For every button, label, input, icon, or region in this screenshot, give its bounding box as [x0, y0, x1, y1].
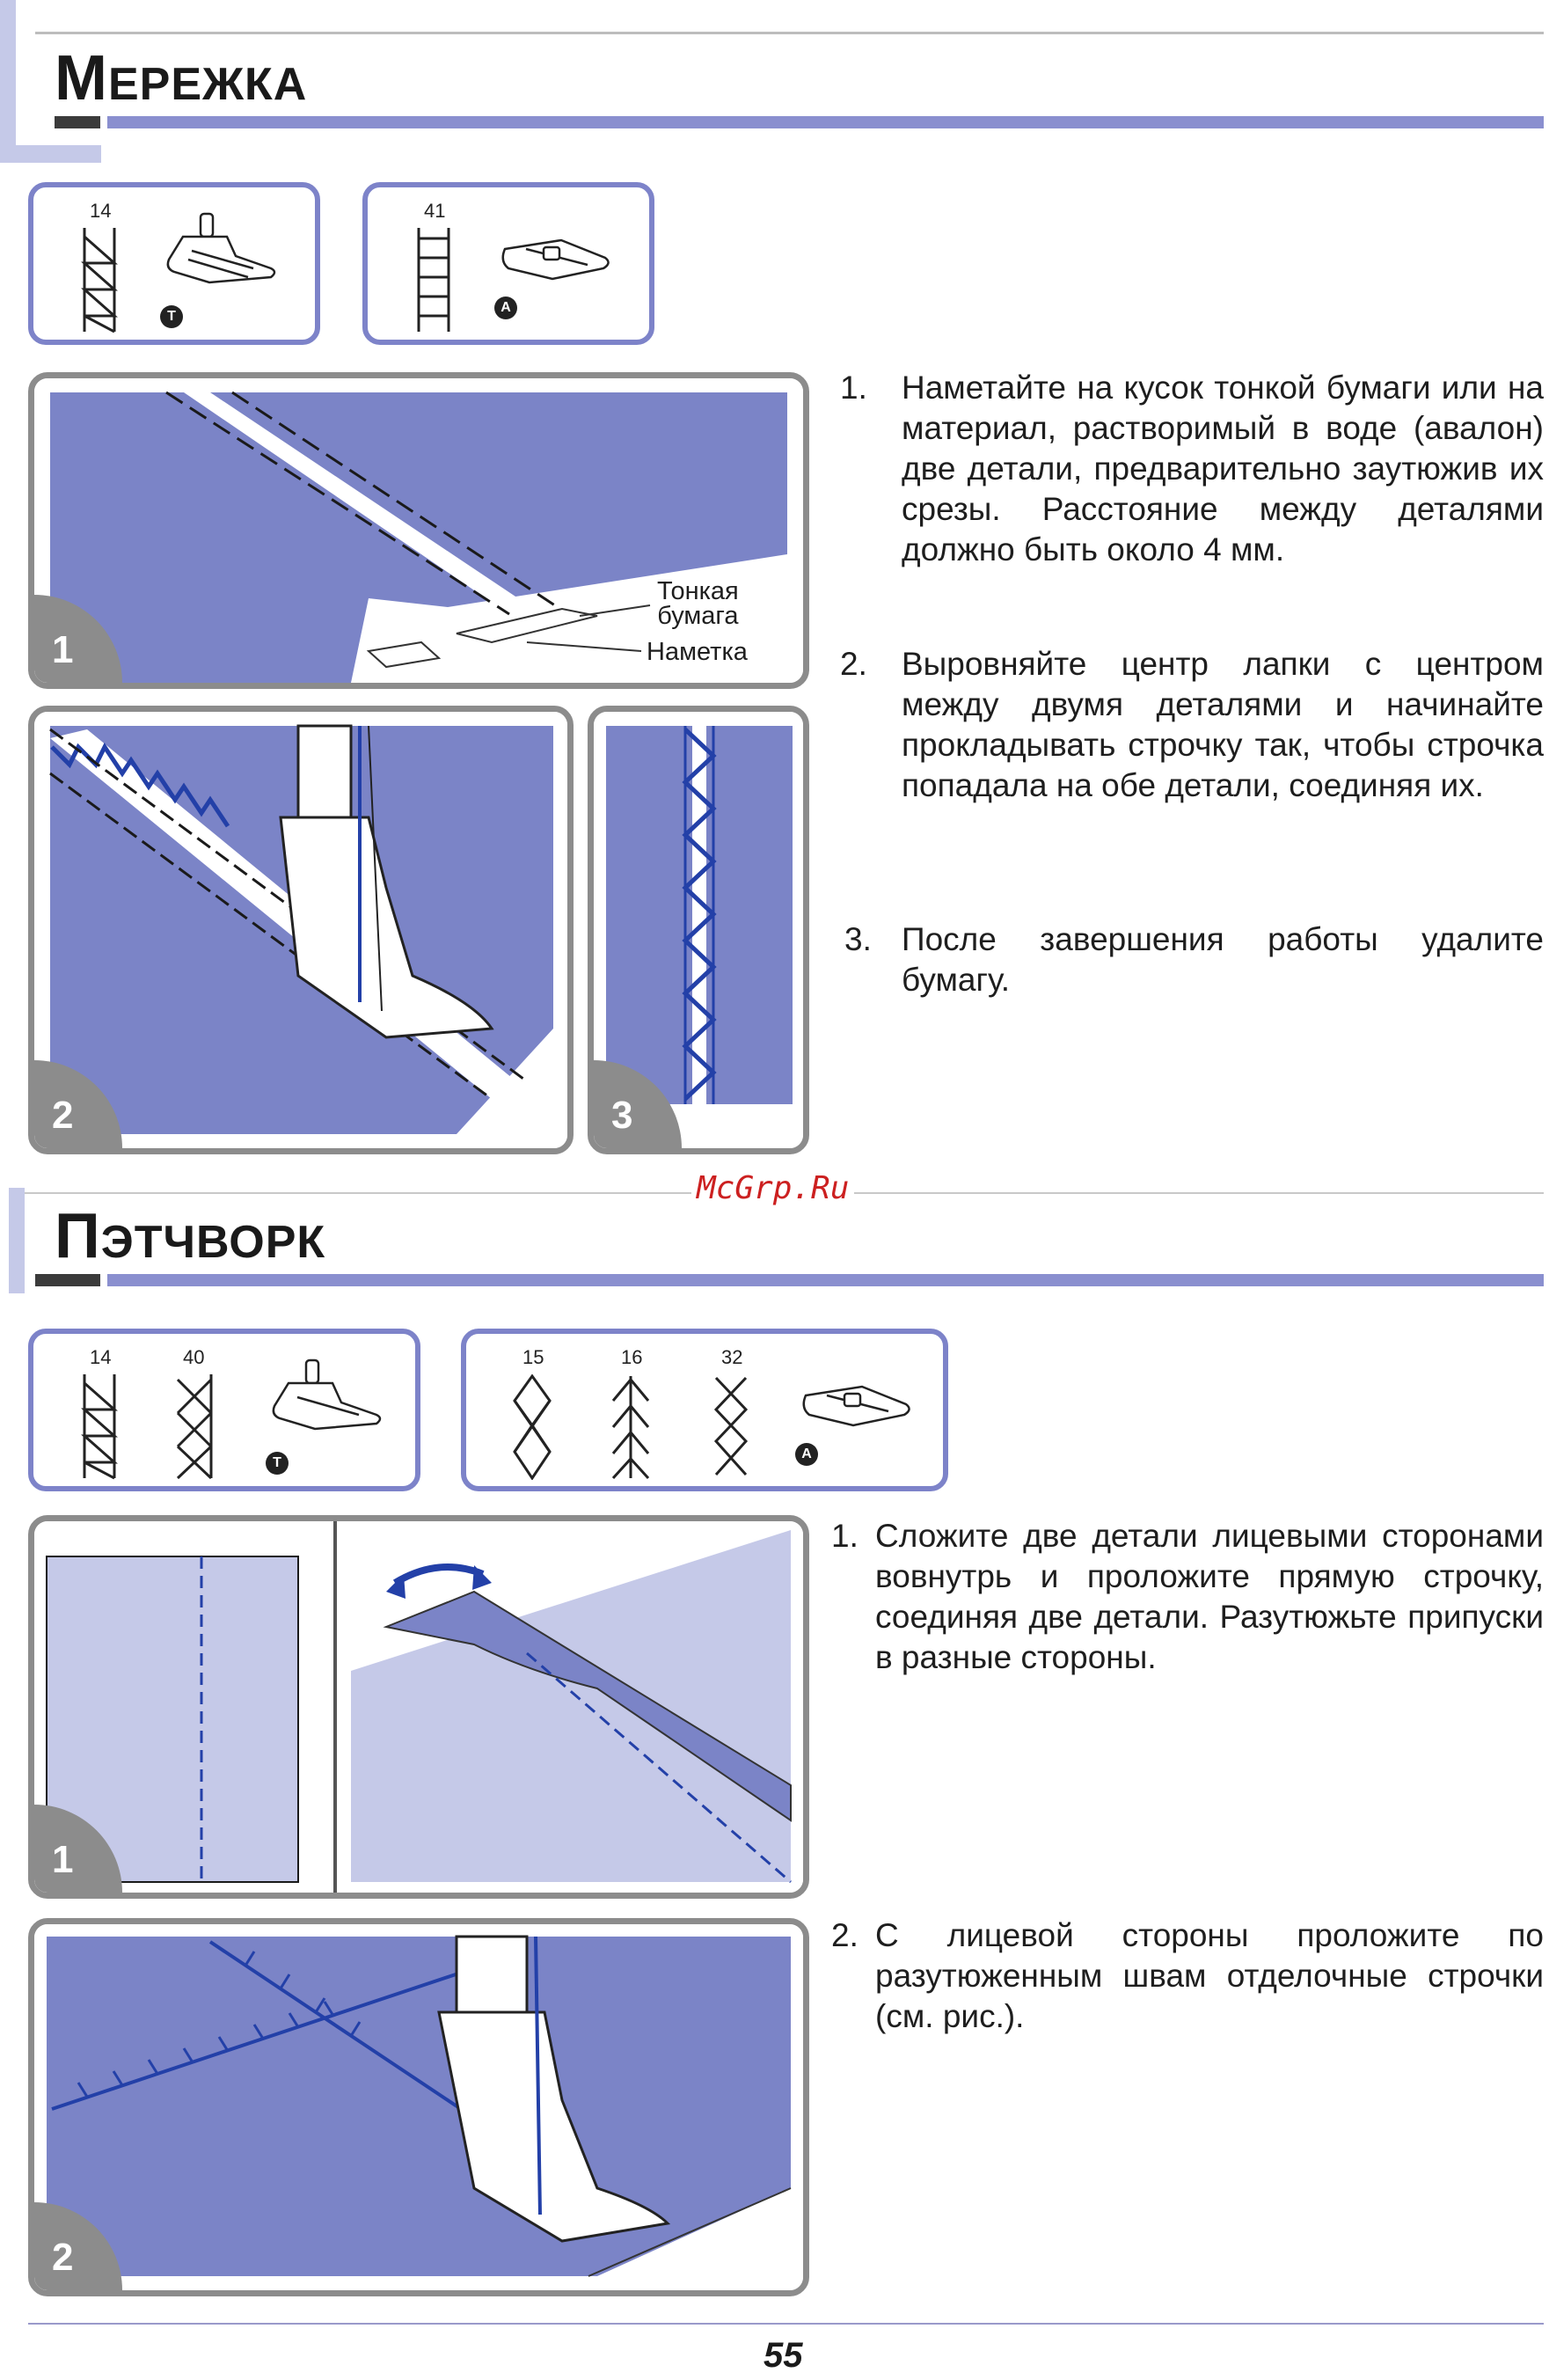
instruction-1: 1. Наметайте на кусок тонкой бумаги или … [840, 370, 1544, 568]
figure-2-topstitch: 2 [28, 1918, 809, 2296]
label-thin-paper: Тонкая бумага [657, 577, 739, 630]
zigzag-stitch-icon [81, 1374, 118, 1480]
presser-foot-icon [802, 1385, 910, 1427]
step-badge-1: 1 [34, 1805, 122, 1893]
page-number: 55 [764, 2336, 803, 2375]
pattern-number: 16 [621, 1346, 643, 1368]
section1-title: МЕРЕЖКА [55, 43, 308, 114]
instruction-3: 3. После завершения работы удалите бумаг… [844, 921, 1544, 998]
label-baste: Наметка [647, 638, 748, 666]
instruction-2: 2. С лицевой стороны проложите по разутю… [831, 1917, 1544, 2034]
triple-cross-stitch-icon [713, 1376, 749, 1476]
seam-pressing-illustration [34, 1521, 803, 1893]
presser-foot-icon [501, 238, 610, 281]
pattern-number: 14 [90, 200, 112, 222]
section1-header: МЕРЕЖКА [0, 0, 1549, 163]
section2-title: ПЭТЧВОРК [55, 1201, 326, 1271]
figure-1-baste-paper: Тонкая бумага Наметка 1 [28, 372, 809, 689]
pattern-number: 32 [721, 1346, 743, 1368]
section2-header: ПЭТЧВОРК [0, 1188, 1549, 1293]
presser-foot-icon [272, 1358, 382, 1431]
pattern-box-14-40: 14 40 T [28, 1329, 420, 1491]
watermark: McGrp.Ru [691, 1170, 855, 1206]
pattern-number: 15 [522, 1346, 544, 1368]
instruction-1: 1. Сложите две детали лицевыми сторонами… [831, 1518, 1544, 1675]
figure-3-finished: 3 [588, 706, 809, 1154]
pattern-box-41: 41 A [362, 182, 654, 345]
header-corner-bar [9, 1188, 25, 1293]
foot-letter-icon: T [160, 305, 183, 328]
zigzag-stitch-icon [81, 228, 118, 333]
diamond-stitch-icon [513, 1374, 552, 1480]
pattern-number: 40 [183, 1346, 205, 1368]
foot-letter-icon: A [494, 297, 517, 319]
header-top-rule [35, 32, 1544, 34]
presser-foot-sewing-illustration [34, 712, 567, 1148]
figure-2-stitching: 2 [28, 706, 574, 1154]
header-dark-underline [55, 116, 100, 128]
pattern-box-14: 14 T [28, 182, 320, 345]
pattern-number: 41 [424, 200, 446, 222]
presser-foot-icon [166, 212, 276, 284]
figure-1-pressed-seam: 1 [28, 1515, 809, 1899]
topstitch-illustration [34, 1924, 803, 2290]
pattern-box-15-16-32: 15 16 32 A [461, 1329, 948, 1491]
header-dark-underline [35, 1274, 100, 1286]
header-accent-bar [107, 116, 1544, 128]
foot-letter-icon: T [266, 1452, 289, 1475]
cross-stitch-icon [176, 1374, 213, 1480]
pattern-number: 14 [90, 1346, 112, 1368]
foot-letter-icon: A [795, 1443, 818, 1466]
footer-rule [28, 2323, 1544, 2325]
header-accent-bar [107, 1274, 1544, 1286]
feather-stitch-icon [611, 1376, 650, 1480]
ladder-stitch-icon [417, 228, 450, 332]
fabric-illustration [34, 378, 803, 683]
instruction-2: 2. Выровняйте центр лапки с центром межд… [840, 646, 1544, 803]
